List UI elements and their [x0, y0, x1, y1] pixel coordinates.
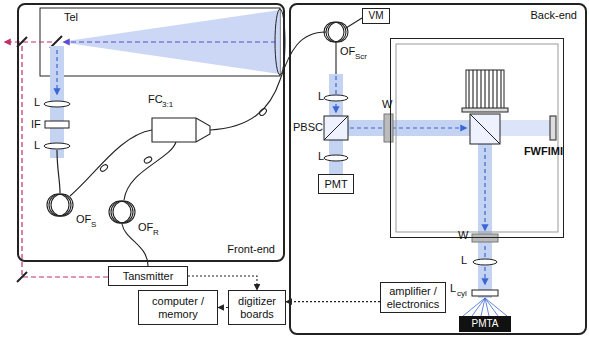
electronics-box: amplifier / electronics — [380, 282, 446, 313]
part-label: W — [382, 99, 392, 110]
part-label: OF — [138, 222, 153, 233]
part-label: Tel — [64, 12, 78, 23]
interferometer-frame: FWFIMI — [390, 38, 564, 238]
part-label: L — [318, 151, 324, 162]
back-end-panel: VM FWFIMI PMT amplifier / electronicsPMTA Ba… — [289, 3, 587, 335]
part-label: L — [318, 91, 324, 102]
optical-fibres — [47, 18, 362, 266]
node-text: Front-end — [27, 243, 275, 256]
part-label: L — [34, 140, 40, 151]
backend-optics — [324, 44, 558, 316]
subscript-label: Scr — [355, 53, 367, 61]
node-text: PMT — [324, 178, 347, 191]
transmitter-box: Tansmitter — [108, 266, 188, 286]
node-text: VM — [369, 10, 384, 22]
part-label: L — [34, 97, 40, 108]
part-label: W — [458, 230, 468, 241]
subscript-label: cyl — [457, 290, 467, 298]
computer-box: computer / memory — [138, 290, 218, 325]
part-label: L — [461, 255, 467, 266]
part-label: OF — [340, 46, 355, 57]
digitizer-box: digitizer boards — [228, 290, 286, 325]
signal-connector — [188, 276, 257, 290]
node-text: computer / memory — [143, 295, 213, 320]
pmt-array-box: PMTA — [459, 316, 511, 332]
node-text: PMTA — [471, 318, 498, 330]
subscript-label: R — [153, 229, 159, 237]
node-text: amplifier / electronics — [385, 285, 441, 310]
subscript-label: 3:1 — [162, 101, 173, 109]
node-text: FWFIMI — [399, 145, 563, 158]
part-label: PBSC — [293, 122, 323, 133]
part-label: OF — [76, 214, 91, 225]
signal-connector — [286, 301, 380, 302]
signal-connector — [218, 307, 228, 308]
node-text: Tansmitter — [123, 270, 174, 283]
laser-beam — [5, 37, 108, 282]
node-text: Back-end — [299, 9, 577, 22]
voltmeter-box: VM — [362, 8, 390, 24]
part-label: L — [450, 283, 456, 294]
node-text: digitizer boards — [233, 295, 281, 320]
part-label: IF — [31, 119, 41, 130]
telescope — [40, 8, 285, 76]
receiver-optics — [44, 46, 70, 193]
part-label: FC — [148, 94, 163, 105]
pmt-box: PMT — [318, 174, 354, 194]
subscript-label: S — [91, 221, 96, 229]
